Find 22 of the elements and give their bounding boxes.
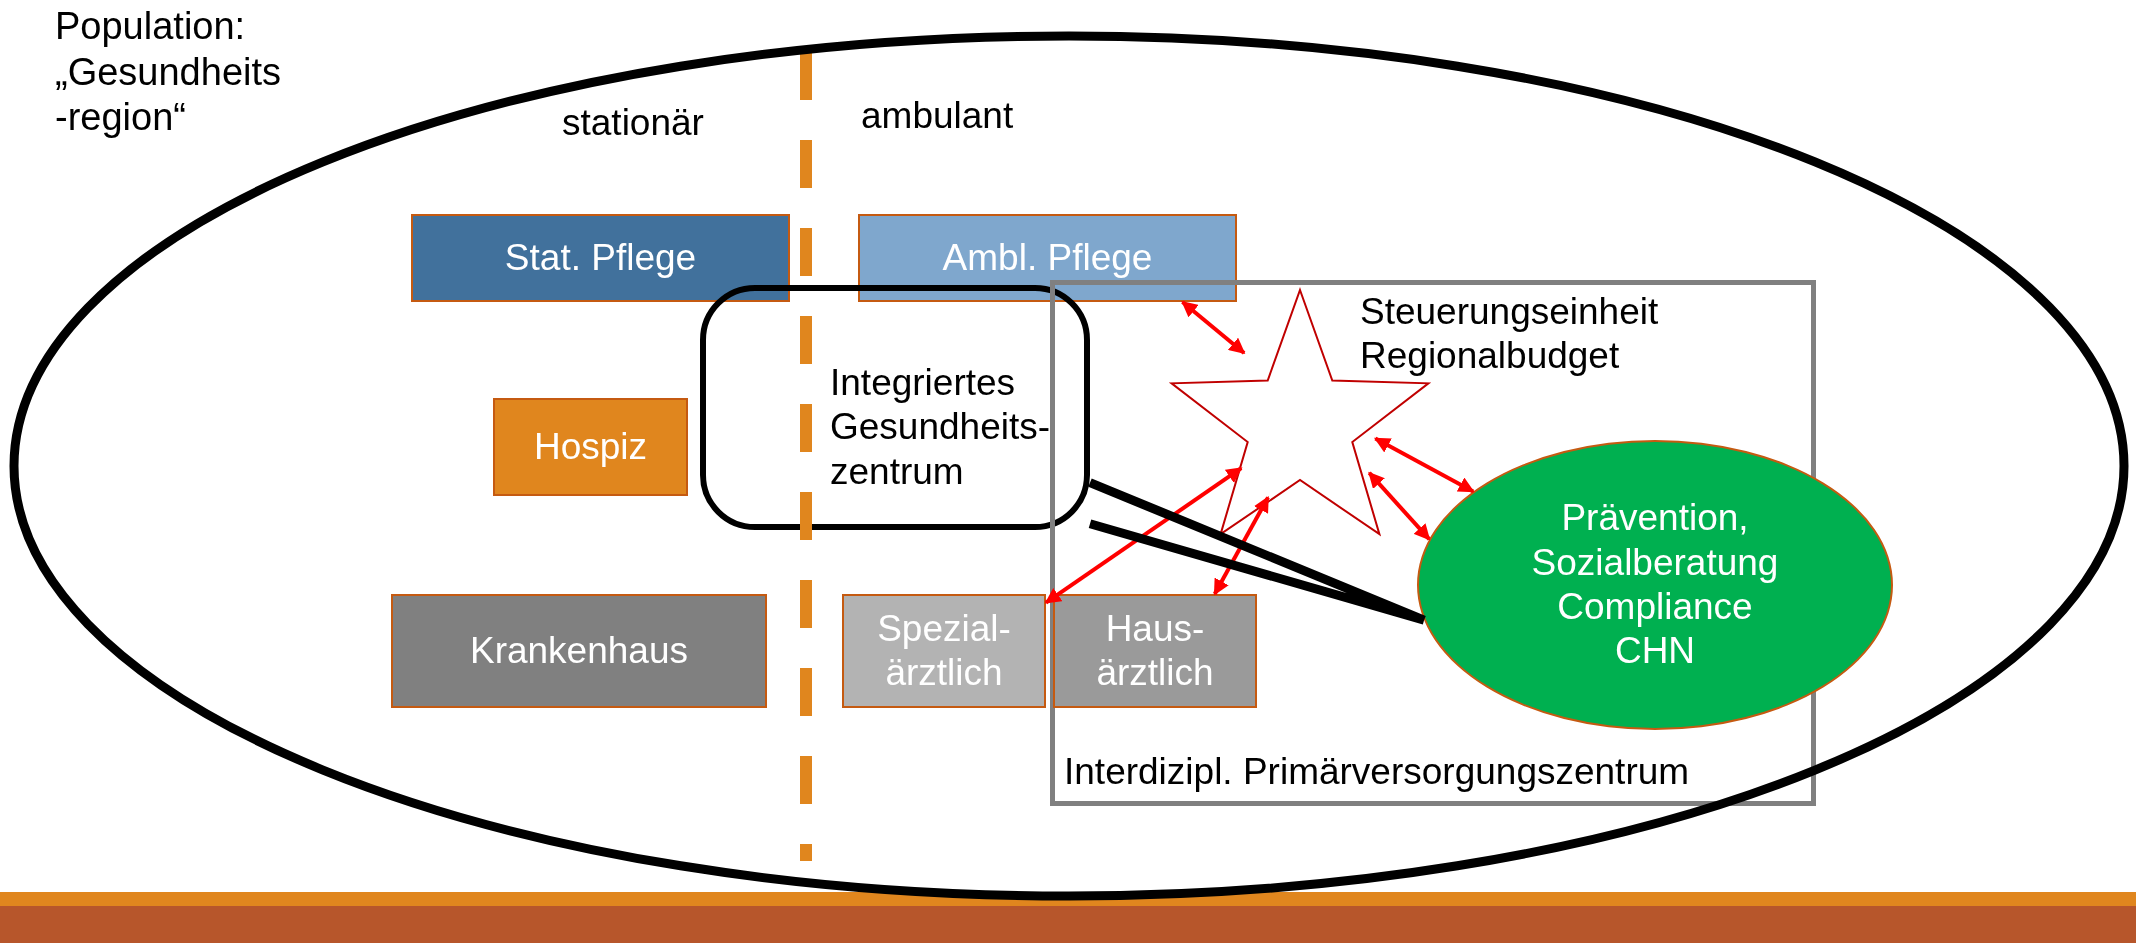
heading-text: Population: „Gesundheits -region“: [55, 4, 282, 141]
care-box: Haus- ärztlich: [1053, 594, 1257, 708]
double-arrow: [1212, 496, 1270, 596]
double-arrow: [1367, 471, 1431, 541]
care-box: Ambl. Pflege: [858, 214, 1237, 302]
connector-line: [1085, 478, 1429, 625]
frame-title: Interdizipl. Primärversorgungszentrum: [1064, 749, 1690, 794]
side-label: stationär: [562, 102, 704, 144]
rounded-frame: [700, 285, 1090, 530]
double-arrow: [1181, 300, 1246, 355]
oval-text: CHN: [1613, 629, 1697, 674]
care-box: Hospiz: [493, 398, 688, 496]
care-box: Stat. Pflege: [411, 214, 790, 302]
oval-text: Compliance: [1556, 585, 1754, 629]
double-arrow: [1374, 436, 1475, 494]
care-box: Krankenhaus: [391, 594, 767, 708]
double-arrow: [1044, 466, 1243, 605]
oval-text: Prävention, Sozialberatung: [1530, 496, 1780, 585]
care-box: Spezial- ärztlich: [842, 594, 1046, 708]
caption-text: Steuerungseinheit Regionalbudget: [1360, 290, 1660, 379]
side-label: ambulant: [861, 95, 1014, 137]
frame-title: Integriertes Gesundheits- zentrum: [830, 361, 1052, 494]
